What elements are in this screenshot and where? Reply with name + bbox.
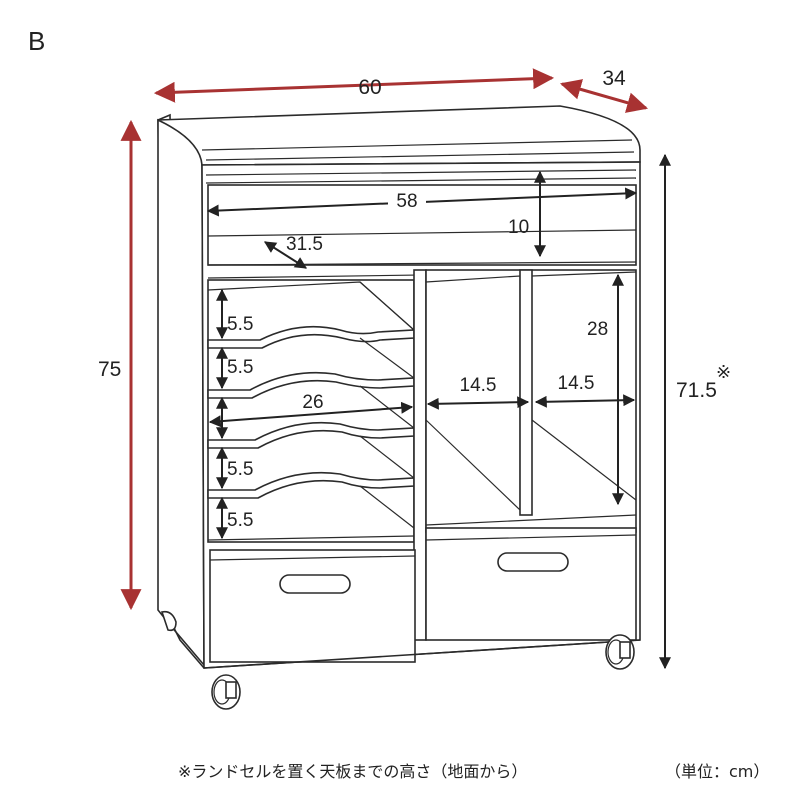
top-inner-height-label: 10 bbox=[508, 217, 529, 238]
right-drawer bbox=[425, 527, 637, 641]
top-inner-depth-arrow bbox=[263, 241, 308, 269]
tray-width-label: 26 bbox=[302, 392, 323, 413]
caster-front-left bbox=[211, 674, 241, 710]
side-panel-face bbox=[157, 118, 205, 668]
caster-back-left bbox=[160, 610, 177, 632]
depth-arrow bbox=[559, 79, 649, 113]
outer-width-label: 60 bbox=[358, 76, 381, 99]
outer-depth-label: 34 bbox=[602, 67, 626, 90]
tray-gap-2-label: 5.5 bbox=[227, 357, 253, 378]
top-board bbox=[157, 105, 641, 166]
right-divider bbox=[519, 269, 533, 516]
left-drawer bbox=[209, 549, 416, 663]
tray-gap-1-label: 5.5 bbox=[227, 314, 253, 335]
tray-width-arrow bbox=[208, 401, 414, 428]
top-inner-depth-label: 31.5 bbox=[286, 234, 323, 255]
tray-gap-4-label: 5.5 bbox=[227, 510, 253, 531]
tray-gap-3-label: 5.5 bbox=[227, 459, 253, 480]
caster-front-right bbox=[605, 634, 635, 670]
right-drawer-handle bbox=[497, 552, 569, 572]
compartment-height-label: 28 bbox=[587, 319, 608, 340]
top-height-label: 71.5 bbox=[676, 379, 717, 402]
width-arrow bbox=[153, 68, 555, 103]
panel-label: B bbox=[28, 26, 45, 56]
compartment-right-width-label: 14.5 bbox=[558, 373, 595, 394]
top-height-mark: ※ bbox=[716, 362, 731, 382]
compartment-left-width-label: 14.5 bbox=[460, 375, 497, 396]
top-inner-width-label: 58 bbox=[396, 191, 417, 212]
outer-height-label: 75 bbox=[98, 358, 121, 381]
inner-dimensions: 71.5 ※ 58 10 31.5 5.5 5.5 5.5 5.5 26 28 … bbox=[206, 153, 731, 670]
footnote: ※ランドセルを置く天板までの高さ（地面から） bbox=[178, 762, 527, 781]
left-drawer-handle bbox=[279, 574, 351, 594]
compartment-left-width-arrow bbox=[426, 396, 530, 410]
unit-note: （単位：cm） bbox=[665, 762, 769, 781]
compartment-right-width-arrow bbox=[534, 394, 636, 408]
outer-dimensions: 60 34 75 bbox=[98, 67, 649, 611]
